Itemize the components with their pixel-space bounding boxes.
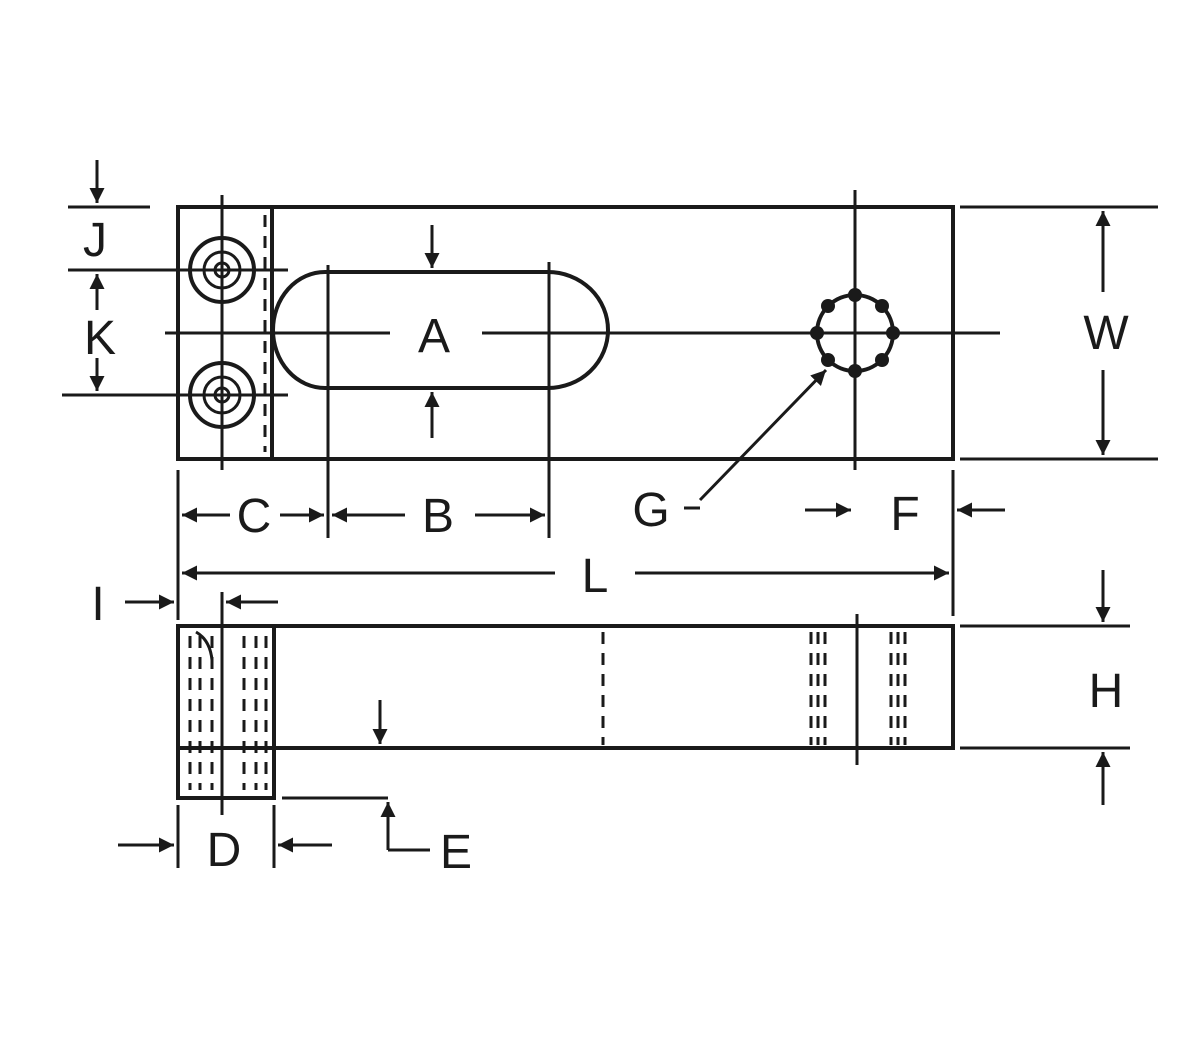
dimension-j: J [83,160,107,267]
label-g: G [632,484,669,537]
side-hidden-lines [188,630,907,790]
label-a: A [418,310,450,363]
dimension-a: A [418,225,450,438]
counterbored-hole-lower [188,361,256,429]
label-k: K [84,312,116,365]
dimension-w: W [1083,211,1129,455]
dimension-e: E [372,700,472,879]
label-e: E [440,826,472,879]
dimension-g-leader: G [632,368,828,537]
extension-lines [68,205,1158,868]
label-b: B [422,490,454,543]
label-f: F [890,488,919,541]
label-j: J [83,214,107,267]
label-w: W [1083,307,1129,360]
dimension-b: B [332,490,545,543]
side-view [176,592,955,815]
end-block-foot [176,746,276,800]
label-h: H [1089,665,1124,718]
dimension-i: I [91,578,278,631]
label-c: C [237,490,272,543]
label-i: I [91,578,104,631]
dimension-l: L [182,550,949,603]
label-l: L [582,550,609,603]
dimension-f: F [805,488,1005,541]
dimension-k: K [84,274,116,391]
side-view-outline [176,624,955,750]
serrated-clamp-hole [810,288,900,378]
dimension-c: C [182,490,324,543]
dimension-d: D [118,824,332,877]
dimension-h: H [1089,570,1124,805]
counterbored-hole-upper [188,236,256,304]
label-d: D [207,824,242,877]
top-view [62,190,1000,538]
